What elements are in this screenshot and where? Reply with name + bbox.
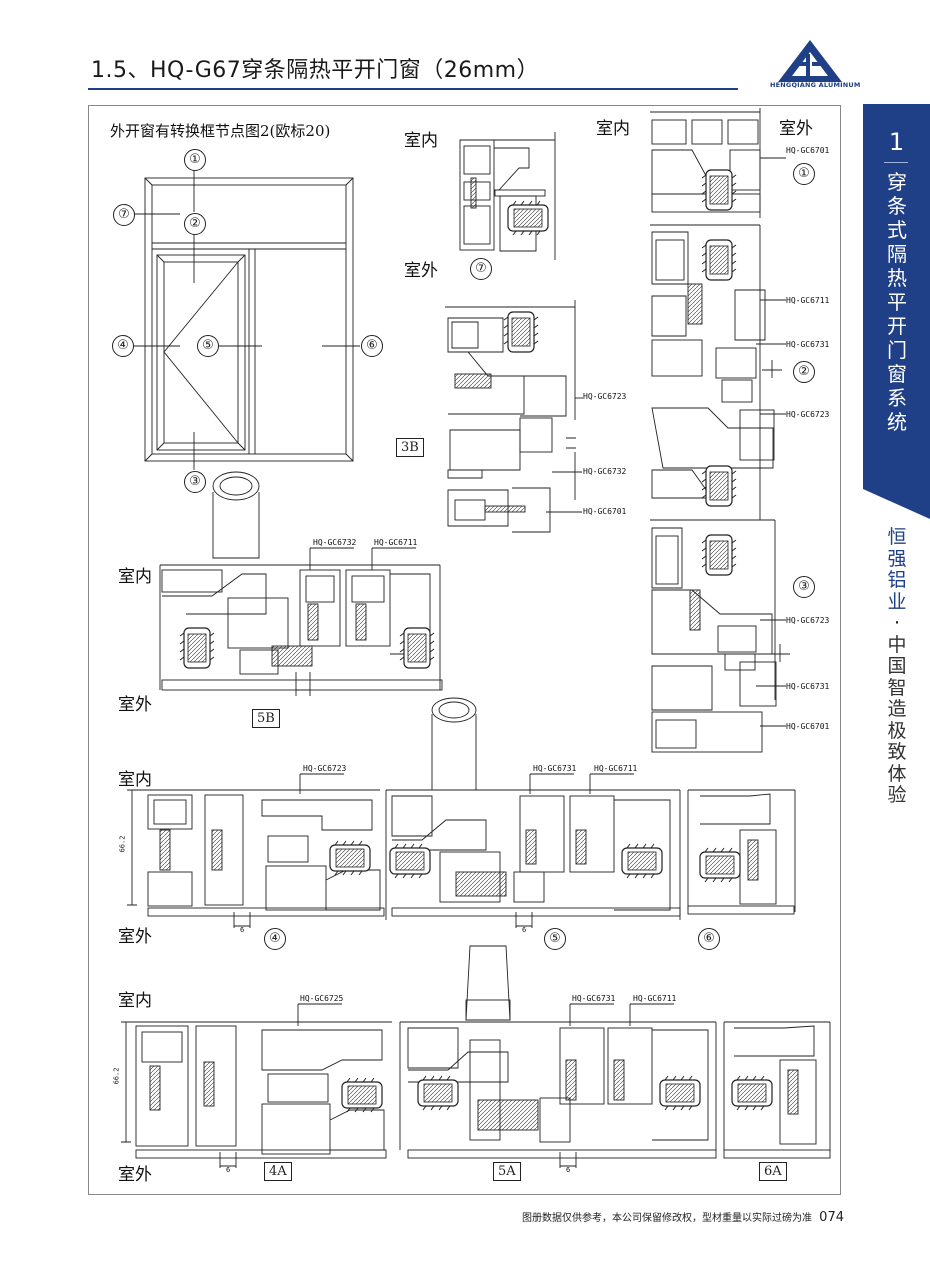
room-outside-5B: 室外 [118, 695, 152, 715]
part-s2-0: HQ-GC6711 [786, 296, 830, 305]
chapter-number: 1 [888, 128, 905, 156]
page-title: 1.5、HQ-G67穿条隔热平开门窗（26mm） [91, 58, 540, 83]
part-s5A-0: HQ-GC6731 [572, 994, 616, 1003]
marker-section-5: ⑤ [544, 928, 566, 950]
marker-3: ③ [184, 471, 206, 493]
part-s1-0: HQ-GC6701 [786, 146, 830, 155]
part-s3B-2: HQ-GC6701 [583, 507, 627, 516]
room-outside-right: 室外 [779, 119, 813, 139]
room-inside-7: 室内 [404, 131, 438, 151]
section-4 [127, 789, 385, 928]
part-s3-1: HQ-GC6731 [786, 682, 830, 691]
marker-2: ② [184, 213, 206, 235]
part-s5B-1: HQ-GC6711 [374, 538, 418, 547]
marker-section-4: ④ [264, 928, 286, 950]
title-rule [88, 88, 738, 90]
part-s5A-1: HQ-GC6711 [633, 994, 677, 1003]
marker-5: ⑤ [197, 335, 219, 357]
room-outside-7: 室外 [404, 261, 438, 281]
part-s5-0: HQ-GC6731 [533, 764, 577, 773]
section-3 [650, 519, 790, 753]
room-outside-4A: 室外 [118, 1165, 152, 1185]
brand-slogan: 中国智造 极致体验 [887, 633, 907, 806]
brand-separator: · [893, 612, 901, 634]
part-s3-0: HQ-GC6723 [786, 616, 830, 625]
dim-s4: 66.2 [118, 835, 127, 853]
brand-name: 恒强铝业 [887, 526, 907, 613]
drawing-frame [88, 105, 841, 1195]
part-s3B-0: HQ-GC6723 [583, 392, 627, 401]
marker-6: ⑥ [361, 335, 383, 357]
marker-7: ⑦ [113, 204, 135, 226]
label-6A: 6A [759, 1162, 787, 1181]
part-s3-2: HQ-GC6701 [786, 722, 830, 731]
sidebar-brand: 恒强铝业 · 中国智造 极致体验 [883, 526, 911, 807]
brand-logo-text: HENGQIANG ALUMINUM [770, 81, 861, 89]
label-5B: 5B [252, 709, 280, 728]
gap-s4: 6 [240, 926, 245, 934]
section-5A [399, 945, 717, 1168]
part-s4A-0: HQ-GC6725 [300, 994, 344, 1003]
chapter-title: 穿条式隔热平开门窗系统 [887, 170, 907, 434]
window-elevation [132, 170, 360, 470]
gap-s4A: 6 [226, 1166, 231, 1174]
chapter-rule [884, 162, 908, 163]
section-4A [121, 1021, 392, 1168]
section-7 [459, 132, 556, 260]
part-s2-1: HQ-GC6731 [786, 340, 830, 349]
page-number: 074 [819, 1210, 844, 1225]
marker-section-6: ⑥ [698, 928, 720, 950]
label-5A: 5A [493, 1162, 521, 1181]
gap-s5A: 6 [566, 1166, 571, 1174]
marker-section-1: ① [793, 163, 815, 185]
section-1 [650, 108, 761, 218]
section-6A [723, 1021, 831, 1159]
marker-section-7: ⑦ [470, 258, 492, 280]
part-s5B-0: HQ-GC6732 [313, 538, 357, 547]
room-inside-4: 室内 [118, 770, 152, 790]
label-3B: 3B [396, 438, 424, 457]
section-5B [159, 471, 443, 696]
section-3B [445, 300, 576, 533]
part-s2-2: HQ-GC6723 [786, 410, 830, 419]
brand-logo-icon [778, 40, 842, 82]
room-inside-right: 室内 [596, 119, 630, 139]
marker-section-3: ③ [793, 576, 815, 598]
footer-note: 图册数据仅供参考，本公司保留修改权，型材重量以实际过磅为准 [521, 1213, 812, 1224]
dim-s4A: 66.2 [112, 1067, 121, 1085]
marker-section-2: ② [793, 361, 815, 383]
room-inside-5B: 室内 [118, 567, 152, 587]
marker-1: ① [184, 149, 206, 171]
marker-4: ④ [112, 335, 134, 357]
room-inside-4A: 室内 [118, 991, 152, 1011]
part-s3B-1: HQ-GC6732 [583, 467, 627, 476]
part-s4-0: HQ-GC6723 [303, 764, 347, 773]
gap-s5: 6 [522, 926, 527, 934]
diagram-title: 外开窗有转换框节点图2(欧标20) [110, 122, 331, 140]
section-5 [385, 697, 681, 928]
part-s5-1: HQ-GC6711 [594, 764, 638, 773]
footer: 图册数据仅供参考，本公司保留修改权，型材重量以实际过磅为准 074 [522, 1209, 844, 1225]
chapter-tab [863, 104, 930, 519]
label-4A: 4A [264, 1162, 292, 1181]
room-outside-4: 室外 [118, 927, 152, 947]
